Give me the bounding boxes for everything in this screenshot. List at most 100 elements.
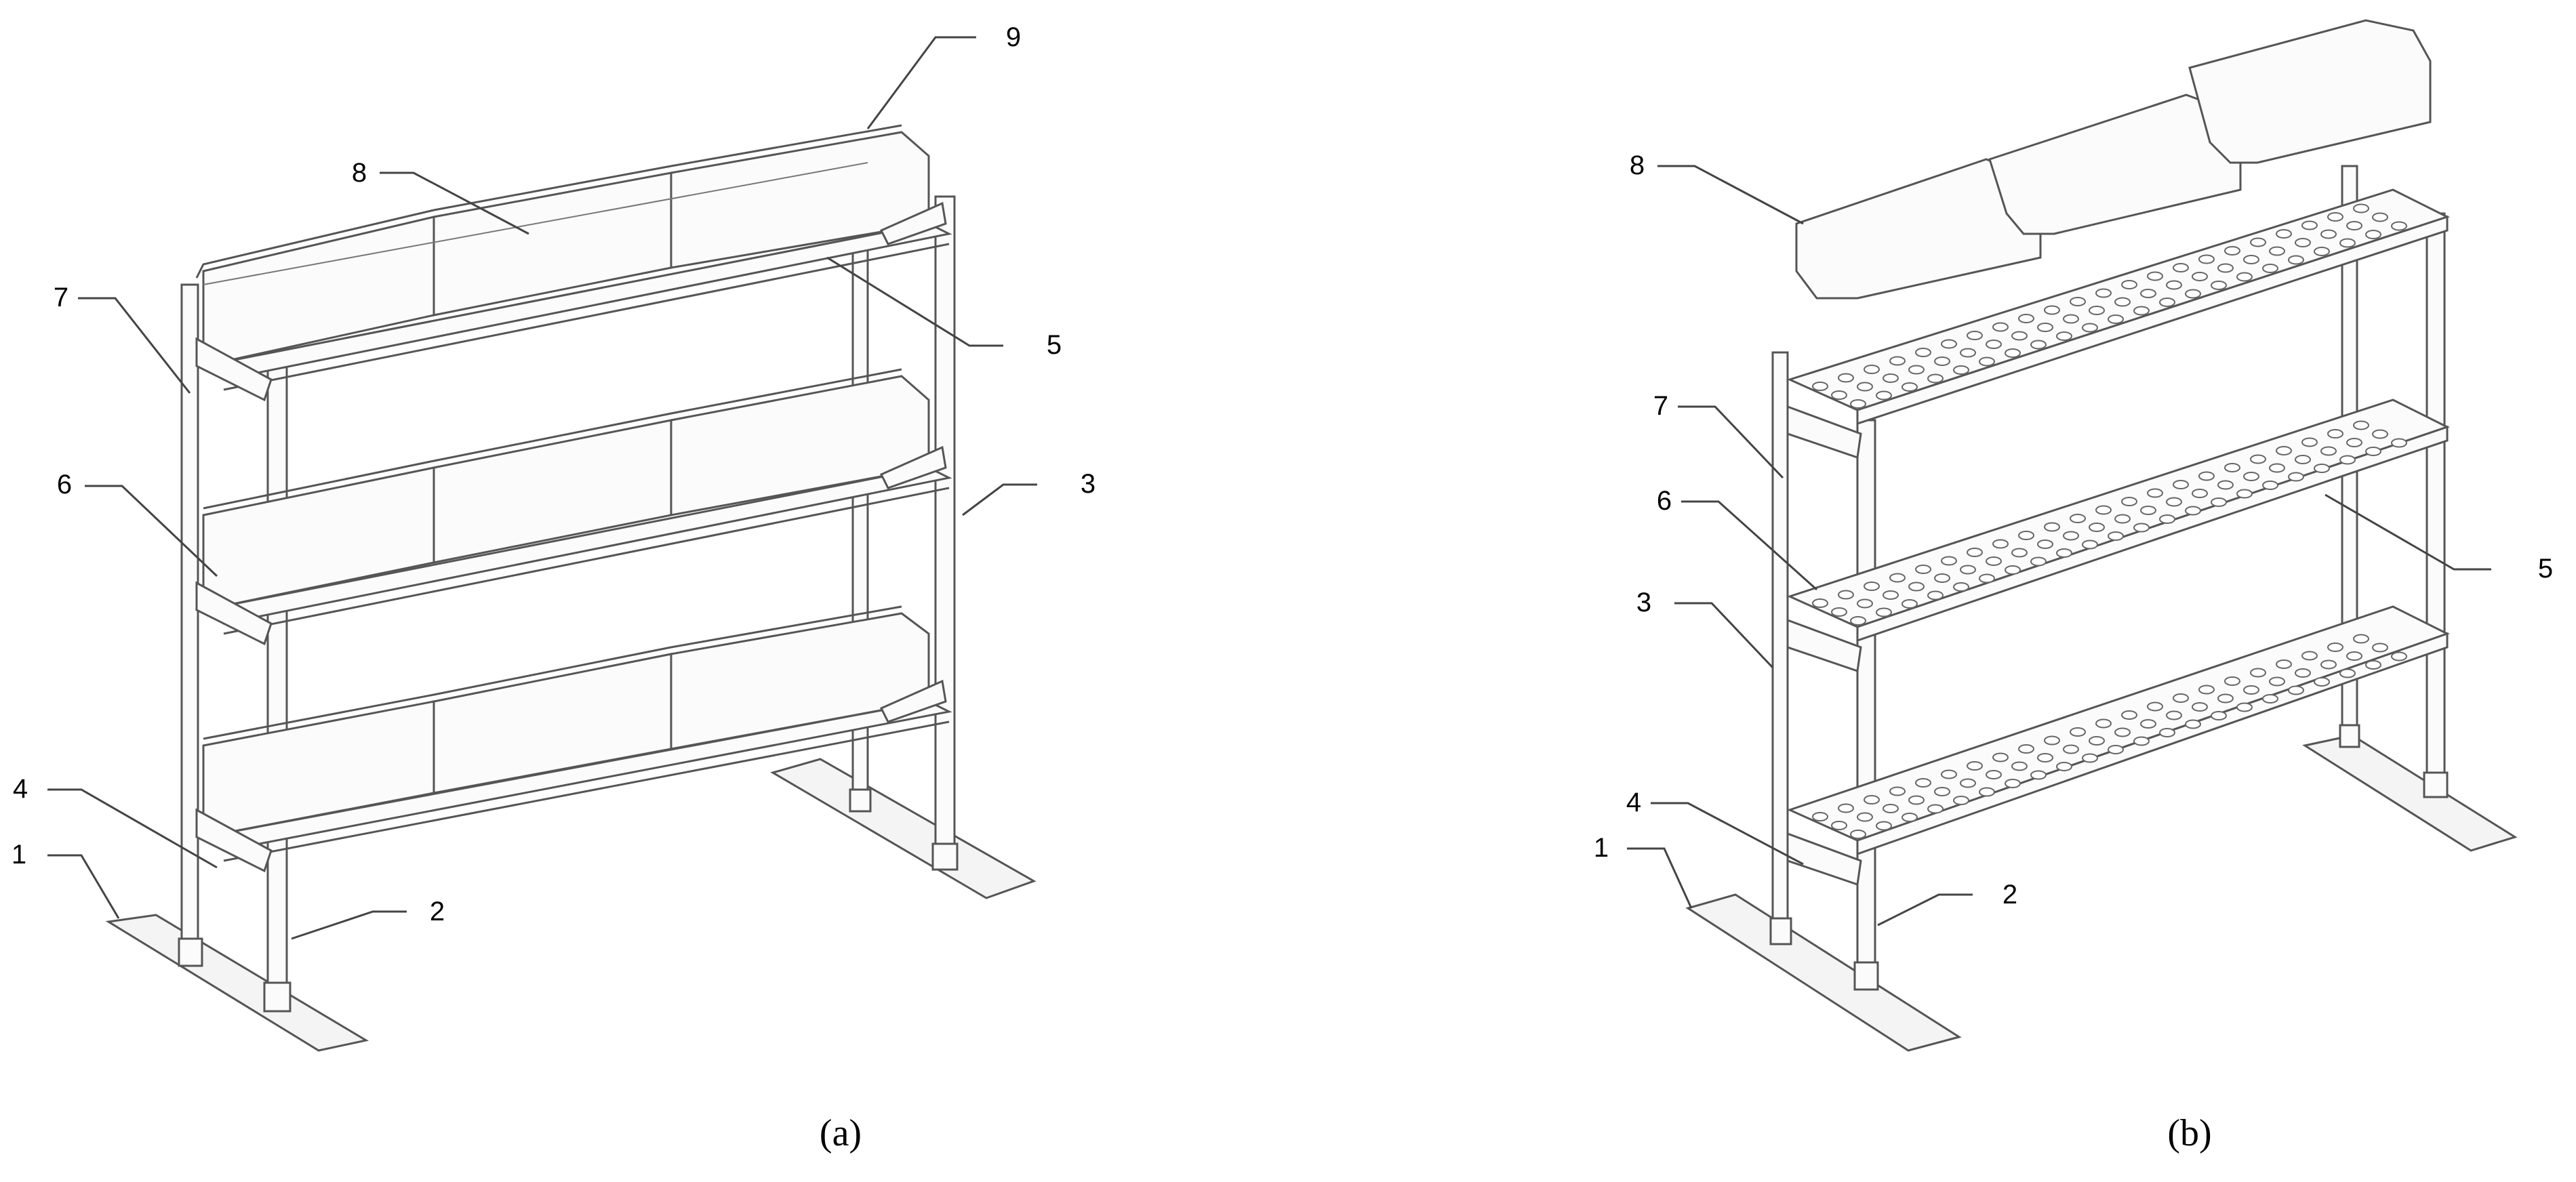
shelf-hole bbox=[2114, 727, 2131, 737]
shelf-hole bbox=[2365, 660, 2381, 670]
tray-row-bottom-a bbox=[202, 605, 930, 838]
shelf-hole bbox=[2005, 565, 2021, 575]
shelf-hole bbox=[1883, 373, 1899, 383]
shelf-hole bbox=[1876, 821, 1892, 831]
shelf-hole bbox=[2262, 264, 2278, 273]
shelf-hole bbox=[1901, 382, 1918, 392]
shelf-hole bbox=[1934, 356, 1950, 366]
shelf-hole bbox=[2217, 263, 2234, 273]
shelf-hole bbox=[1876, 607, 1892, 617]
shelf-hole bbox=[2217, 480, 2234, 490]
shelf-hole bbox=[1857, 812, 1873, 822]
shelf-hole bbox=[1831, 821, 1847, 830]
label-2-b: 2 bbox=[2003, 880, 2017, 910]
shelf-hole bbox=[2030, 340, 2047, 350]
shelf-hole bbox=[2044, 735, 2060, 746]
label-5-a: 5 bbox=[1047, 330, 1062, 360]
shelf-hole bbox=[2391, 438, 2407, 448]
shelf-hole bbox=[2185, 506, 2201, 516]
shelf-hole bbox=[1941, 556, 1957, 566]
shelf-hole bbox=[1838, 803, 1854, 813]
shelf-hole bbox=[2173, 693, 2189, 703]
shelf-hole bbox=[2288, 685, 2304, 695]
shelf-hole bbox=[2037, 753, 2053, 762]
shelf-hole bbox=[1967, 331, 1983, 340]
shelf-hole bbox=[1960, 565, 1976, 575]
shelf-hole bbox=[1864, 795, 1880, 804]
shelf-hole bbox=[1979, 573, 1995, 584]
shelf-hole bbox=[2011, 331, 2028, 341]
shelf-hole bbox=[2056, 331, 2072, 341]
shelf-hole bbox=[1986, 770, 2002, 779]
label-2-a: 2 bbox=[430, 897, 445, 926]
foot-back-a bbox=[770, 758, 1037, 899]
shelf-hole bbox=[1992, 752, 2009, 762]
shelf-hole bbox=[2108, 745, 2124, 754]
shelf-hole bbox=[2108, 531, 2124, 541]
shelf-hole bbox=[2276, 659, 2292, 669]
shelf-hole bbox=[2391, 651, 2407, 661]
label-8-a: 8 bbox=[352, 158, 367, 188]
shelf-hole bbox=[2295, 238, 2311, 247]
shelf-hole bbox=[2185, 719, 2201, 729]
shelf-hole bbox=[2276, 229, 2292, 239]
shelf-hole bbox=[2140, 289, 2156, 298]
shelf-hole bbox=[2037, 539, 2053, 549]
shelf-hole bbox=[1812, 812, 1828, 821]
shelf-hole bbox=[1992, 322, 2009, 332]
shelf-hole bbox=[1915, 565, 1931, 574]
shelf-hole bbox=[2391, 221, 2407, 231]
shelf-hole bbox=[2030, 770, 2047, 780]
shelf-hole bbox=[1953, 365, 1969, 375]
shelf-hole bbox=[1889, 573, 1906, 583]
shelf-hole bbox=[1967, 548, 1983, 557]
shelf-hole bbox=[2095, 505, 2112, 515]
shelf-hole bbox=[2224, 246, 2240, 256]
shelf-hole bbox=[2346, 221, 2362, 230]
label-9-a: 9 bbox=[1006, 22, 1021, 52]
shelf-hole bbox=[2114, 297, 2131, 307]
shelf-hole bbox=[1934, 573, 1950, 583]
shelf-hole bbox=[2236, 489, 2253, 499]
shelf-hole bbox=[2288, 255, 2304, 265]
shelf-hole bbox=[2044, 522, 2060, 532]
shelf-hole bbox=[2121, 497, 2137, 506]
shelf-hole bbox=[2353, 203, 2369, 213]
label-3-b: 3 bbox=[1636, 588, 1651, 617]
caption-b: (b) bbox=[2167, 1112, 2211, 1154]
shelf-hole bbox=[2353, 634, 2369, 644]
shelf-hole bbox=[2173, 263, 2189, 272]
shelf-hole bbox=[2005, 779, 2021, 788]
shelf-hole bbox=[2133, 306, 2150, 316]
shelf-hole bbox=[2276, 446, 2292, 455]
label-4-a: 4 bbox=[13, 774, 28, 804]
shelf-hole bbox=[2159, 728, 2175, 737]
callouts-a: 9 8 5 7 3 6 4 1 2 bbox=[12, 22, 1095, 940]
shelf-hole bbox=[1908, 795, 1925, 805]
shelf-hole bbox=[2185, 289, 2201, 299]
caption-a: (a) bbox=[820, 1112, 862, 1154]
label-4-b: 4 bbox=[1626, 788, 1641, 817]
shelf-hole bbox=[2327, 429, 2343, 439]
panel-a-drawing bbox=[105, 124, 1037, 1052]
post-front-right-a bbox=[934, 195, 956, 862]
shelf-hole bbox=[1876, 390, 1892, 401]
shelf-hole bbox=[2236, 702, 2253, 712]
shelf-hole bbox=[2005, 348, 2021, 358]
shelf-hole bbox=[2095, 718, 2112, 729]
shelf-hole bbox=[2173, 480, 2189, 489]
shelf-hole bbox=[1927, 373, 1944, 384]
shelf-hole bbox=[2295, 668, 2311, 678]
shelf-hole bbox=[2320, 229, 2337, 239]
callouts-b: 8 7 6 5 3 4 1 2 bbox=[1594, 150, 2553, 926]
shelf-hole bbox=[2224, 676, 2240, 686]
shelf-hole bbox=[1883, 804, 1899, 813]
shelf-hole bbox=[2192, 702, 2208, 712]
shelf-hole bbox=[2082, 753, 2098, 763]
shelf-hole bbox=[2095, 288, 2112, 298]
shelf-hole bbox=[1850, 830, 1866, 839]
shelf-hole bbox=[2011, 548, 2028, 558]
shelf-hole bbox=[2147, 271, 2163, 281]
shelf-hole bbox=[1908, 365, 1925, 375]
